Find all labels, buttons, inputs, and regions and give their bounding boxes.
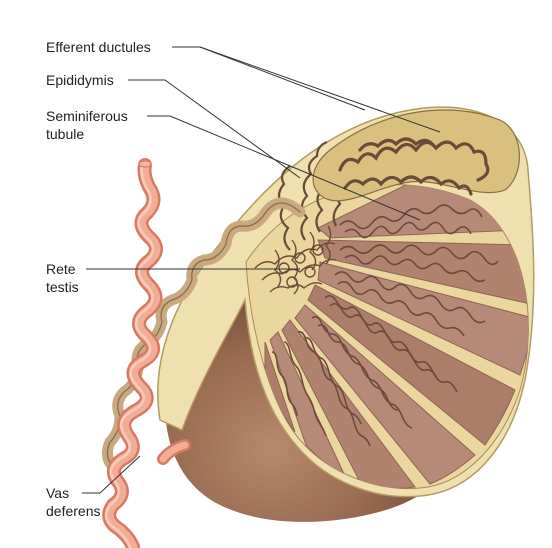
label-efferent-ductules: Efferent ductules	[46, 39, 151, 55]
leader-lines	[82, 46, 441, 494]
label-epididymis: Epididymis	[46, 72, 114, 88]
leader-seminiferous	[147, 115, 421, 221]
rete-testis	[254, 225, 337, 295]
label-seminiferous-line1: Seminiferous	[46, 108, 128, 124]
leader-efferent-2	[199, 46, 366, 111]
label-seminiferous-line2: tubule	[46, 126, 85, 142]
label-rete-line1: Rete	[46, 261, 76, 277]
leader-vas	[82, 455, 141, 494]
epididymis-duct	[338, 137, 490, 196]
epididymis-head	[312, 109, 520, 202]
leader-epididymis	[128, 79, 301, 179]
label-rete-line2: testis	[46, 279, 79, 295]
label-vas-line2: deferens	[46, 503, 101, 519]
seminiferous-tubules	[271, 204, 499, 447]
label-vas-line1: Vas	[46, 485, 70, 501]
vas-deferens	[102, 158, 191, 548]
